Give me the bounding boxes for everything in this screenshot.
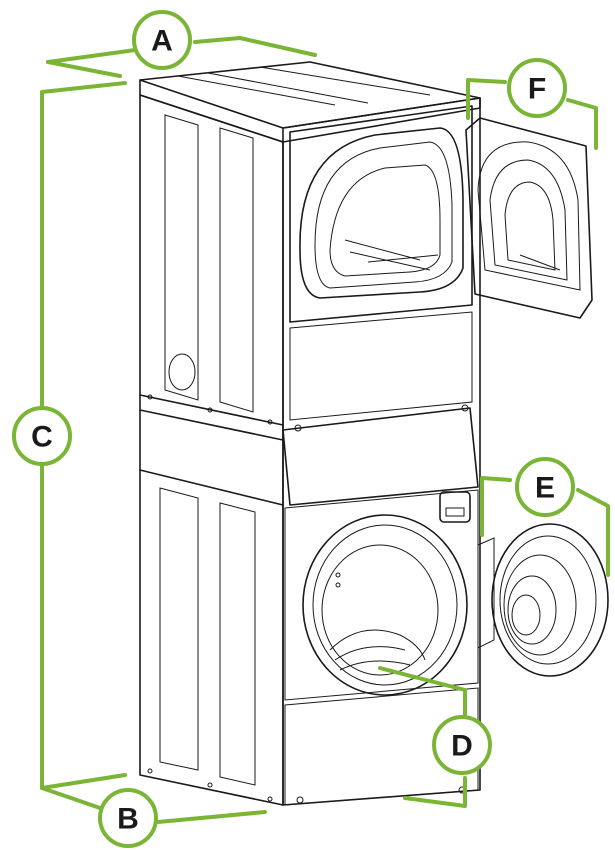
badge-b-label: B — [117, 803, 139, 836]
dryer-open-door — [465, 117, 593, 319]
badge-c-label: C — [31, 421, 53, 454]
dimension-line-a-3 — [193, 36, 317, 57]
badge-b-circle — [98, 788, 158, 848]
badge-d: D — [432, 715, 492, 775]
dimension-line-c-bottom — [40, 460, 127, 790]
washer-porthole — [302, 514, 468, 696]
stacked-washer-dryer-drawing — [139, 61, 609, 806]
badge-e: E — [515, 457, 575, 517]
badge-f-circle — [507, 58, 567, 118]
badge-c-circle — [12, 406, 72, 466]
dimension-line-b-1 — [40, 786, 102, 810]
top-lid — [139, 61, 481, 143]
dimension-line-d-1 — [378, 666, 467, 717]
dimension-line-e-1 — [480, 476, 512, 537]
badge-a-circle — [132, 10, 192, 70]
badge-e-circle — [515, 457, 575, 517]
dimension-line-b-2 — [156, 810, 267, 824]
dimension-line-e-2 — [576, 488, 610, 577]
badge-c: C — [12, 406, 72, 466]
washer-control-display — [439, 491, 471, 523]
dimension-line-f-1 — [466, 78, 507, 120]
washer-open-door — [477, 523, 609, 677]
dimension-line-d-2 — [403, 776, 467, 808]
front-face — [282, 97, 481, 806]
badge-b: B — [98, 788, 158, 848]
dimension-line-a — [46, 60, 122, 78]
badge-a-label: A — [151, 25, 173, 58]
dimension-line-f-2 — [566, 98, 598, 150]
badge-a: A — [132, 10, 192, 70]
dimension-badges: A B C D E F — [12, 10, 575, 848]
dryer-drum-opening — [299, 127, 464, 299]
badge-f: F — [507, 58, 567, 118]
dimension-line-a-2 — [46, 48, 137, 64]
badge-e-label: E — [535, 472, 555, 505]
dimension-line-c-top — [40, 81, 127, 412]
left-side-panel — [139, 94, 284, 806]
badge-d-circle — [432, 715, 492, 775]
dimension-lines — [40, 36, 610, 824]
badge-d-label: D — [451, 730, 473, 763]
badge-f-label: F — [528, 73, 546, 106]
